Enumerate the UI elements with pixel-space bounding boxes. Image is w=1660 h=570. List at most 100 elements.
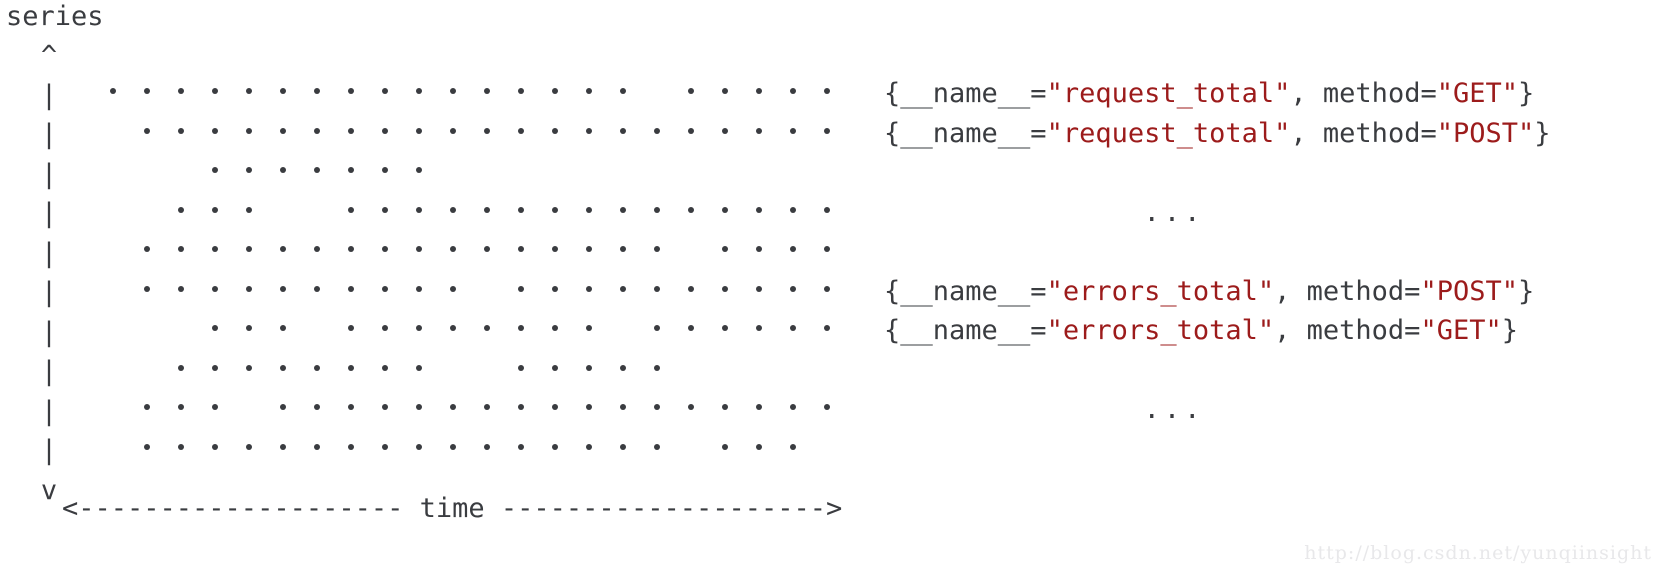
sample-dot (620, 285, 626, 292)
sample-dot (756, 246, 762, 252)
sample-dot (450, 206, 456, 213)
sample-dot (280, 285, 286, 292)
sample-dot (246, 246, 252, 252)
series-ellipsis: ... (1143, 196, 1205, 228)
sample-dot (722, 88, 728, 94)
sample-dot (212, 127, 218, 134)
series-label-metric-name: "request_total" (1046, 117, 1291, 149)
sample-dot (620, 127, 626, 134)
sample-dot (518, 246, 524, 252)
sample-dot (518, 364, 524, 371)
sample-dot (144, 88, 150, 94)
sample-dot (212, 404, 218, 410)
sample-dot (314, 364, 320, 371)
series-row (0, 236, 860, 276)
sample-dot (518, 325, 524, 331)
sample-dot (178, 127, 184, 134)
y-axis-column: ^||||||||||v (34, 36, 64, 510)
sample-dot (416, 325, 422, 331)
sample-dot (450, 285, 456, 292)
sample-dot (314, 285, 320, 292)
series-legend: {__name__="request_total", method="GET"}… (884, 74, 1660, 469)
sample-dot (348, 443, 354, 450)
sample-dot (484, 443, 490, 450)
sample-dot (212, 246, 218, 252)
series-label: {__name__="request_total", method="POST"… (884, 114, 1660, 154)
sample-dot (382, 364, 388, 371)
sample-dot (450, 404, 456, 410)
sample-dot (552, 443, 558, 450)
sample-dot (348, 127, 354, 134)
y-axis-tick: | (40, 237, 58, 269)
sample-dot (144, 246, 150, 252)
sample-dot (790, 88, 796, 94)
sample-dot (416, 404, 422, 410)
legend-spacer (884, 430, 1660, 470)
series-label-prefix: {__name__= (884, 78, 1047, 109)
series-label: {__name__="errors_total", method="GET"} (884, 311, 1660, 351)
series-label-suffix: } (1518, 78, 1535, 109)
series-dot-matrix (0, 78, 860, 458)
sample-dot (654, 443, 660, 450)
sample-dot (178, 285, 184, 292)
sample-dot (654, 325, 660, 331)
sample-dot (450, 246, 456, 252)
y-axis-tick: | (40, 277, 58, 308)
sample-dot (484, 88, 490, 94)
sample-dot (382, 127, 388, 134)
sample-dot (348, 325, 354, 331)
sample-dot (586, 285, 592, 292)
sample-dot (178, 443, 184, 450)
sample-dot (586, 443, 592, 450)
series-label-metric-name: "errors_total" (1046, 275, 1275, 307)
sample-dot (178, 246, 184, 252)
sample-dot (790, 285, 796, 292)
sample-dot (552, 127, 558, 134)
sample-dot (824, 88, 830, 94)
sample-dot (348, 404, 354, 410)
sample-dot (280, 325, 286, 331)
series-row (0, 276, 860, 316)
sample-dot (586, 364, 592, 371)
sample-dot (212, 167, 218, 173)
y-axis-tick: | (40, 119, 58, 150)
sample-dot (178, 364, 184, 371)
series-label-separator: , method= (1290, 78, 1437, 109)
sample-dot (212, 206, 218, 213)
sample-dot (382, 167, 388, 173)
sample-dot (654, 127, 660, 134)
sample-dot (824, 325, 830, 331)
y-axis-arrow-up-icon: ^ (40, 40, 58, 71)
sample-dot (382, 246, 388, 252)
sample-dot (212, 325, 218, 331)
sample-dot (824, 127, 830, 134)
sample-dot (620, 404, 626, 410)
y-axis-tick: | (40, 316, 58, 348)
sample-dot (586, 127, 592, 134)
sample-dot (484, 404, 490, 410)
series-label-separator: , method= (1274, 315, 1421, 346)
sample-dot (280, 364, 286, 371)
sample-dot (654, 206, 660, 213)
series-label-suffix: } (1518, 275, 1535, 307)
sample-dot (620, 364, 626, 371)
sample-dot (246, 206, 252, 213)
series-label-method-value: "POST" (1420, 275, 1518, 307)
series-label-suffix: } (1534, 117, 1551, 149)
legend-spacer (884, 232, 1660, 272)
sample-dot (552, 325, 558, 331)
sample-dot (484, 127, 490, 134)
sample-dot (178, 404, 184, 410)
sample-dot (790, 404, 796, 410)
sample-dot (416, 167, 422, 173)
sample-dot (382, 88, 388, 94)
sample-dot (756, 88, 762, 94)
sample-dot (382, 206, 388, 213)
sample-dot (552, 206, 558, 213)
series-label-prefix: {__name__= (884, 275, 1047, 307)
series-row (0, 315, 860, 355)
sample-dot (450, 88, 456, 94)
sample-dot (756, 325, 762, 331)
sample-dot (280, 167, 286, 173)
sample-dot (144, 285, 150, 292)
